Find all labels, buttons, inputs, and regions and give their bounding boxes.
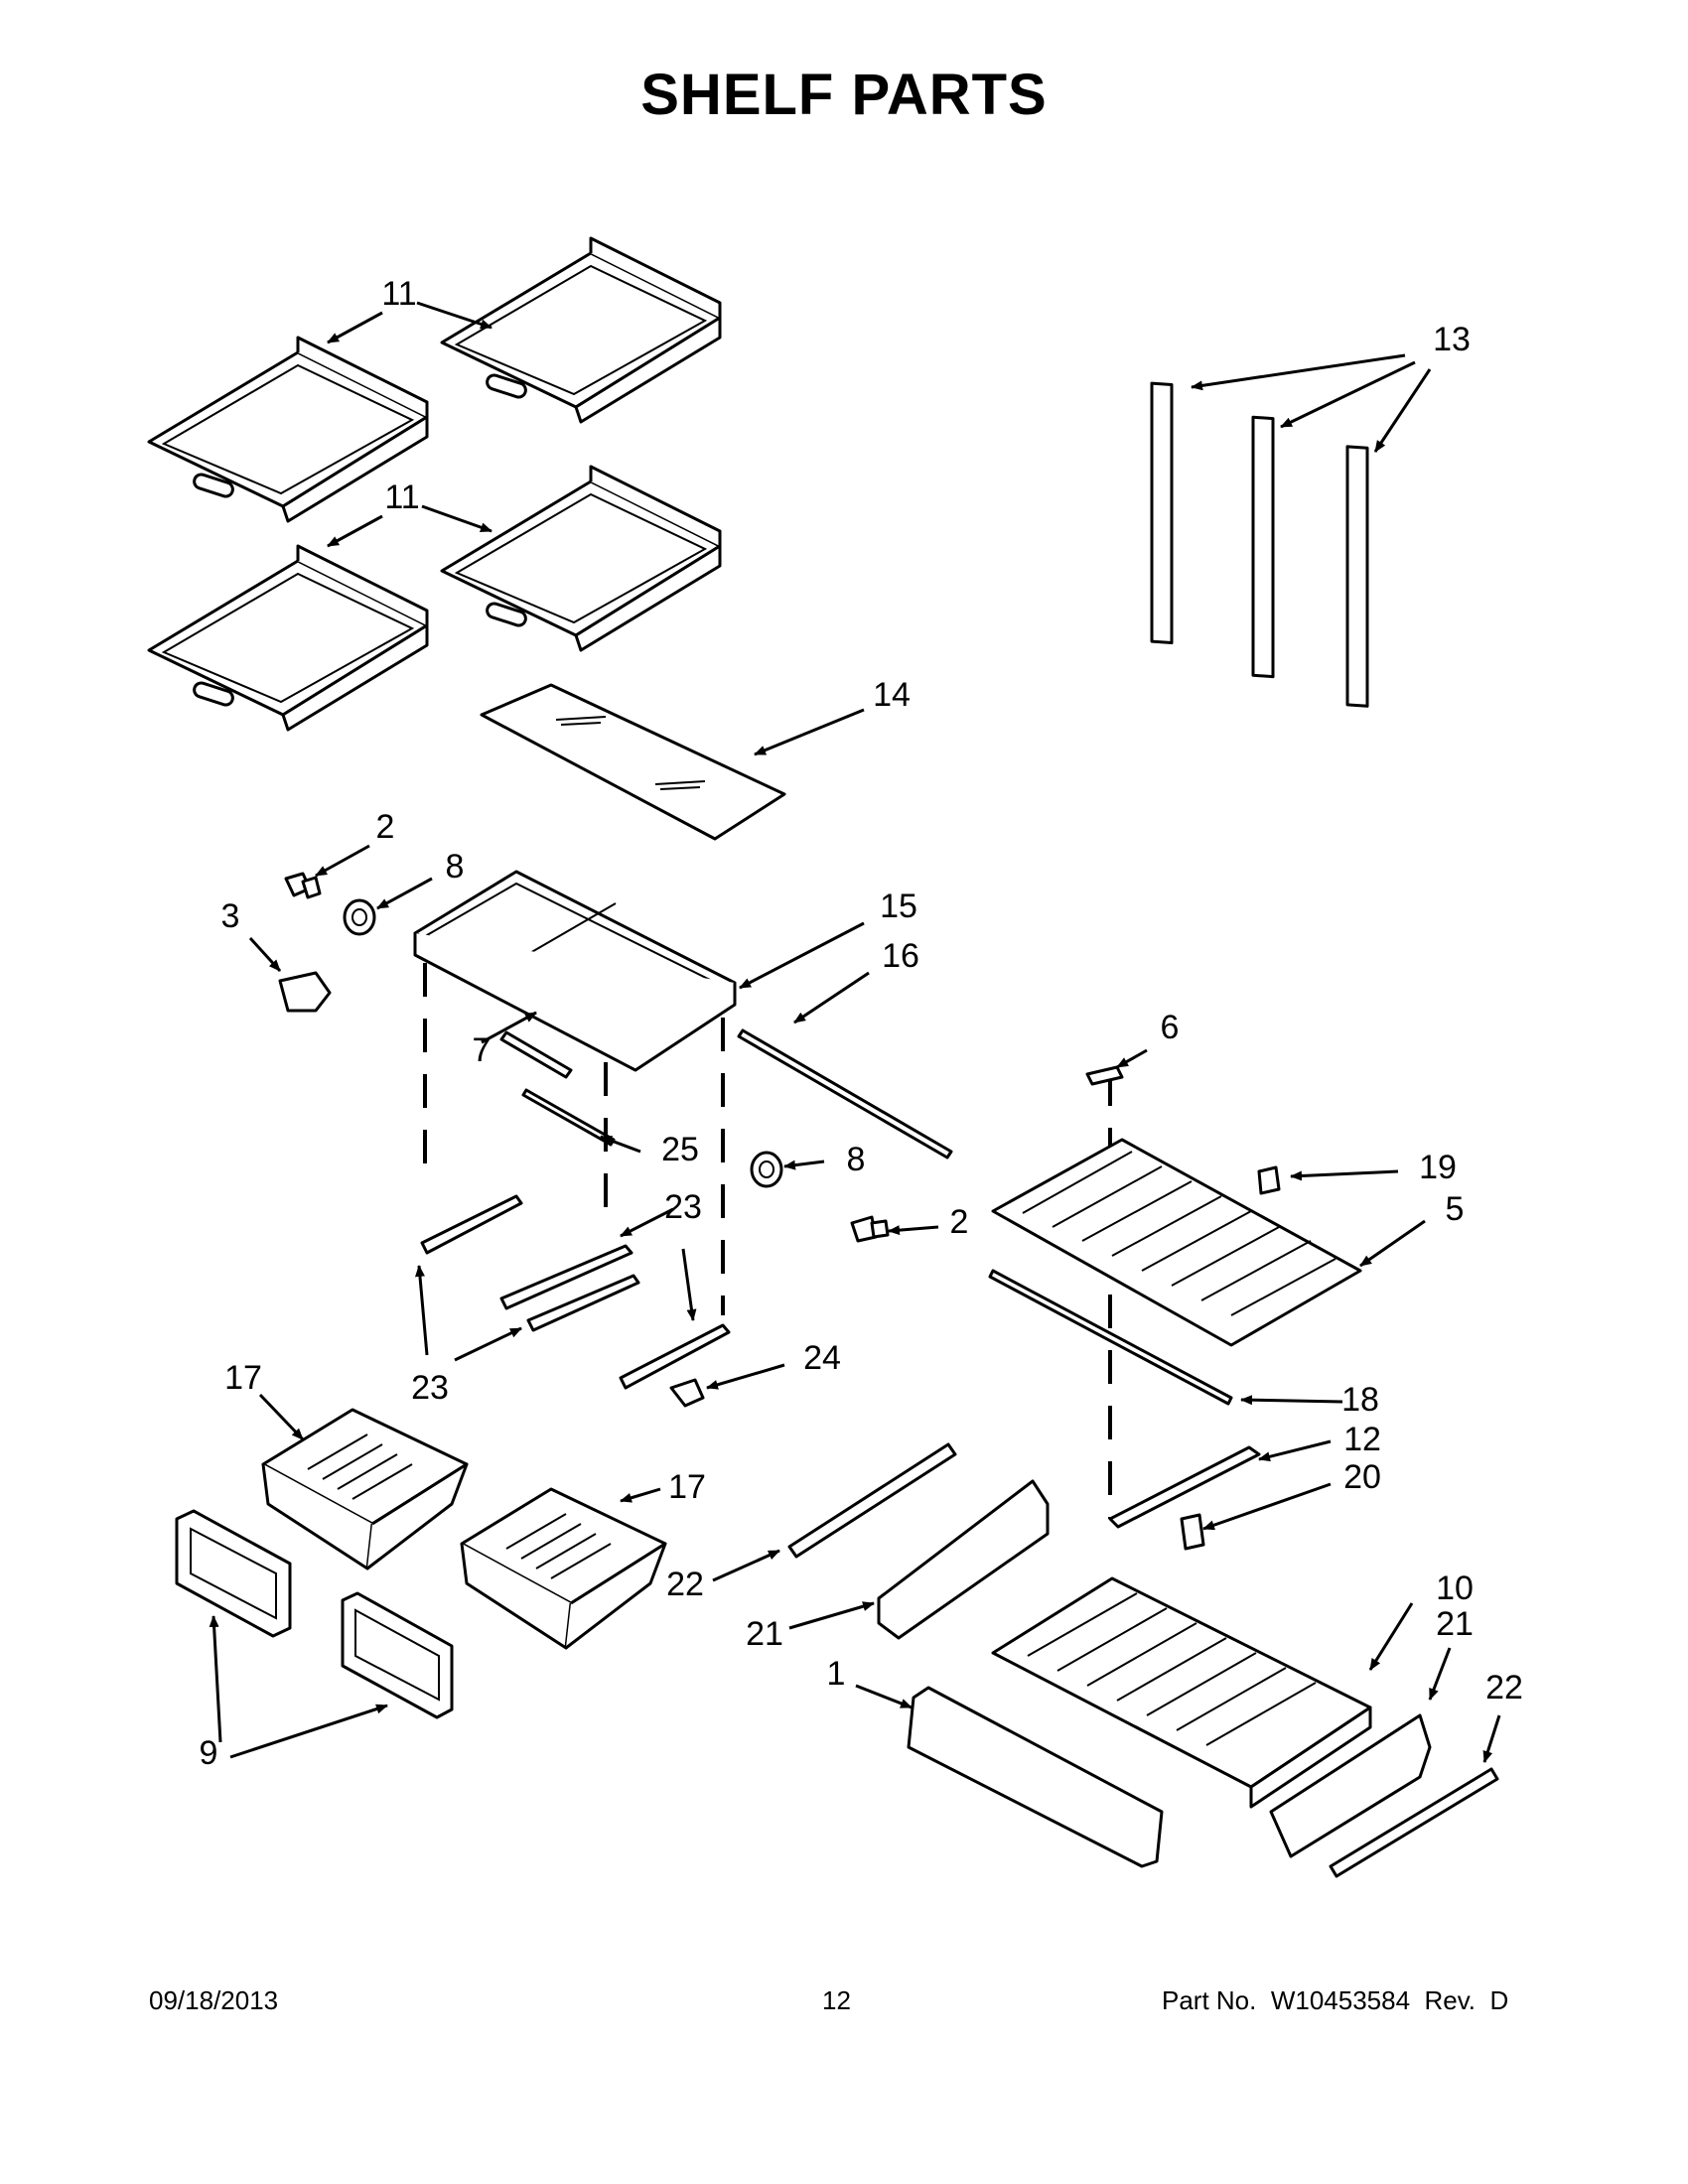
callout-8a: 8	[446, 848, 465, 886]
shelf-ladder-part-13	[1150, 381, 1369, 708]
callout-8b: 8	[847, 1141, 866, 1178]
crisper-cover-part-9a	[175, 1509, 292, 1638]
footer-part-number: Part No. W10453584 Rev. D	[1162, 1985, 1509, 2015]
callout-6: 6	[1161, 1009, 1180, 1046]
callout-16: 16	[882, 937, 919, 975]
callout-11a: 11	[381, 275, 416, 313]
callout-20: 20	[1343, 1458, 1381, 1496]
rail-part-21b	[1269, 1713, 1432, 1858]
wire-shelf-part-5	[991, 1138, 1362, 1347]
callout-2a: 2	[376, 808, 395, 846]
rod-part-16	[737, 1028, 953, 1160]
screw-part-2a	[284, 872, 322, 899]
pantry-drawer-part-10	[991, 1576, 1372, 1809]
callout-10: 10	[1436, 1570, 1474, 1607]
roller-part-8a	[343, 898, 376, 936]
rail-part-21a	[877, 1479, 1050, 1640]
rod-part-18	[988, 1269, 1233, 1406]
callout-1: 1	[827, 1655, 846, 1693]
support-part-12	[1108, 1445, 1261, 1529]
callout-22a: 22	[666, 1566, 704, 1603]
callout-5: 5	[1446, 1190, 1465, 1228]
callout-23a: 23	[664, 1188, 702, 1226]
callout-22b: 22	[1485, 1669, 1523, 1706]
leader-lines	[209, 301, 1501, 1763]
door-shelf-part-11d	[440, 465, 722, 652]
screw-part-24	[669, 1378, 705, 1408]
callout-13: 13	[1433, 321, 1471, 358]
callout-15: 15	[880, 887, 917, 925]
page-title: SHELF PARTS	[640, 63, 1048, 127]
callout-labels: 11 11 13 14 2 8 3 15 16 7 25 8 6 19 2 5 …	[200, 275, 1523, 1772]
cap-part-19	[1257, 1165, 1281, 1195]
callout-17a: 17	[224, 1359, 262, 1397]
footer-date: 09/18/2013	[149, 1985, 279, 2015]
crisper-drawer-part-17a	[261, 1408, 469, 1570]
crisper-drawer-part-17b	[460, 1487, 667, 1650]
clip-part-6	[1085, 1065, 1124, 1086]
callout-9: 9	[200, 1734, 218, 1772]
strip-part-25	[521, 1088, 616, 1147]
roller-part-8b	[750, 1151, 783, 1188]
callout-21b: 21	[1436, 1605, 1474, 1643]
screw-part-2b	[850, 1215, 890, 1243]
glass-shelf-part-14	[480, 683, 786, 841]
crisper-frame-part-15	[413, 870, 737, 1072]
door-shelf-part-11b	[440, 236, 722, 424]
slide-part-23c	[526, 1274, 640, 1332]
door-shelf-part-11c	[147, 544, 429, 732]
callout-24: 24	[803, 1339, 841, 1377]
callout-12: 12	[1343, 1421, 1381, 1458]
drawer-front-part-1	[907, 1686, 1164, 1868]
slide-part-23d	[619, 1323, 731, 1390]
slide-part-22b	[1329, 1767, 1499, 1878]
callout-17b: 17	[668, 1468, 706, 1506]
callout-23b: 23	[411, 1369, 449, 1407]
callout-14: 14	[873, 676, 911, 714]
callout-18: 18	[1341, 1381, 1379, 1419]
callout-2b: 2	[950, 1203, 969, 1241]
callout-11b: 11	[384, 478, 419, 516]
slide-part-22a	[787, 1442, 957, 1559]
footer-page-number: 12	[822, 1985, 851, 2015]
callout-3: 3	[221, 897, 240, 935]
callout-21a: 21	[746, 1615, 783, 1653]
slide-part-23b	[499, 1244, 633, 1310]
crisper-cover-part-9b	[341, 1591, 454, 1719]
callout-25: 25	[661, 1131, 699, 1168]
slide-part-23a	[420, 1194, 523, 1255]
callout-7: 7	[473, 1031, 492, 1069]
callout-19: 19	[1419, 1149, 1457, 1186]
screw-part-20	[1180, 1513, 1205, 1551]
bracket-part-7	[499, 1030, 573, 1079]
door-shelf-part-11a	[147, 336, 429, 523]
clip-part-3	[278, 971, 332, 1013]
